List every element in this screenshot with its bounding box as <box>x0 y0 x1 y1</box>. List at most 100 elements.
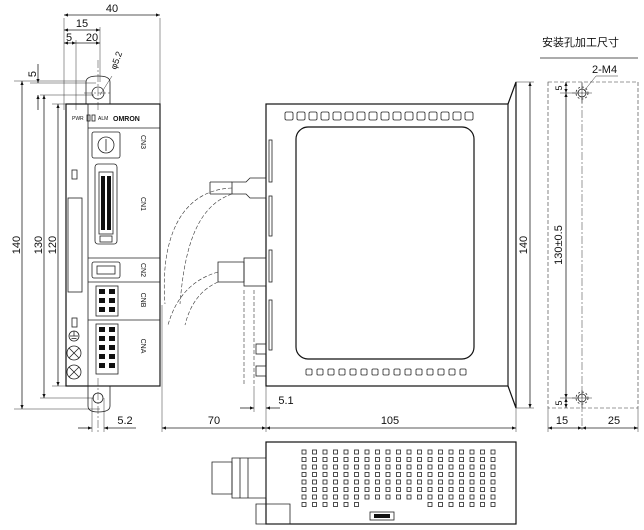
terminal-screw-icon <box>66 364 82 380</box>
vent-hole <box>312 494 317 500</box>
front-dim-5-2-label: 5.2 <box>117 415 132 427</box>
vent-hole <box>448 479 454 485</box>
vent-hole <box>490 464 496 470</box>
vent-hole <box>322 487 328 492</box>
vent-hole <box>469 479 475 485</box>
vent-hole <box>312 449 317 455</box>
vent-hole <box>322 457 328 462</box>
vent-hole <box>490 502 496 507</box>
vent-hole <box>301 494 307 500</box>
vent-hole <box>427 502 433 507</box>
side-dim-70-label: 70 <box>208 415 220 427</box>
bottom-view <box>211 441 517 525</box>
vent-hole <box>385 479 391 485</box>
vent-hole <box>301 449 307 455</box>
vent-hole <box>364 494 370 500</box>
vent-hole <box>480 479 485 485</box>
vent-hole <box>469 502 475 507</box>
vent-hole <box>406 479 412 485</box>
vent-hole <box>406 472 412 477</box>
vent-hole <box>459 487 464 492</box>
front-dim-15-label: 15 <box>76 18 88 30</box>
vent-hole <box>448 464 454 470</box>
mount-dim-5-top-label: 5 <box>554 85 564 90</box>
vent-hole <box>343 487 349 492</box>
side-view: 70 105 5.1 140 <box>161 81 534 432</box>
vent-hole <box>354 472 359 477</box>
vent-hole <box>343 502 349 507</box>
vent-hole <box>364 487 370 492</box>
vent-hole <box>364 457 370 462</box>
vent-hole <box>364 472 370 477</box>
vent-hole <box>385 472 391 477</box>
vent-hole <box>396 479 401 485</box>
cn1-pins <box>101 176 111 230</box>
vent-hole <box>322 449 328 455</box>
cna-label: CNA <box>139 339 146 354</box>
vent-hole <box>427 449 433 455</box>
vent-hole <box>417 487 422 492</box>
vent-hole <box>375 494 380 500</box>
brand-logo: OMRON <box>113 116 140 123</box>
vent-hole <box>343 464 349 470</box>
vent-hole <box>448 502 454 507</box>
vent-hole <box>385 449 391 455</box>
vent-hole <box>427 457 433 462</box>
vent-hole <box>322 479 328 485</box>
vent-hole <box>427 494 433 500</box>
vent-hole <box>364 464 370 470</box>
vent-hole <box>396 472 401 477</box>
alm-indicator-label: ALM <box>98 116 108 122</box>
vent-hole <box>343 457 349 462</box>
vent-hole <box>312 479 317 485</box>
front-height-120-label: 120 <box>47 236 59 254</box>
side-height-140-label: 140 <box>518 236 530 254</box>
mount-dim-15-label: 15 <box>556 415 568 427</box>
vent-hole <box>490 479 496 485</box>
vent-hole <box>417 479 422 485</box>
vent-hole <box>459 502 464 507</box>
display-panel <box>295 126 475 360</box>
vent-hole <box>354 502 359 507</box>
vent-hole <box>354 487 359 492</box>
vent-hole <box>343 494 349 500</box>
vent-hole <box>354 449 359 455</box>
vent-hole <box>385 464 391 470</box>
terminal-screw-icon <box>66 345 82 361</box>
vent-hole <box>301 457 307 462</box>
pwr-indicator-label: PWR <box>72 116 84 122</box>
vent-hole <box>333 494 338 500</box>
vent-hole <box>438 494 443 500</box>
cn2-label: CN2 <box>139 263 146 277</box>
vent-hole <box>459 464 464 470</box>
vent-hole <box>385 457 391 462</box>
front-dim-20-label: 20 <box>86 32 98 44</box>
vent-hole <box>448 487 454 492</box>
vent-hole <box>480 457 485 462</box>
vent-hole <box>469 457 475 462</box>
vent-hole <box>364 479 370 485</box>
vent-hole <box>427 472 433 477</box>
vent-hole <box>322 494 328 500</box>
vent-hole <box>375 449 380 455</box>
vent-hole <box>354 494 359 500</box>
side-dim-5-1-label: 5.1 <box>278 395 293 407</box>
vent-hole <box>438 472 443 477</box>
vent-hole <box>333 479 338 485</box>
vent-hole <box>417 464 422 470</box>
vent-hole <box>343 472 349 477</box>
vent-hole <box>417 494 422 500</box>
front-height-140-label: 140 <box>11 236 23 254</box>
vent-hole <box>490 487 496 492</box>
vent-hole <box>490 449 496 455</box>
vent-hole <box>333 472 338 477</box>
vent-hole <box>438 502 443 507</box>
vent-hole <box>375 464 380 470</box>
vent-hole <box>417 457 422 462</box>
vent-hole <box>438 487 443 492</box>
vent-hole <box>396 464 401 470</box>
front-width-label: 40 <box>106 3 118 15</box>
side-dim-105-label: 105 <box>381 415 399 427</box>
vent-hole <box>322 464 328 470</box>
vent-hole <box>343 479 349 485</box>
